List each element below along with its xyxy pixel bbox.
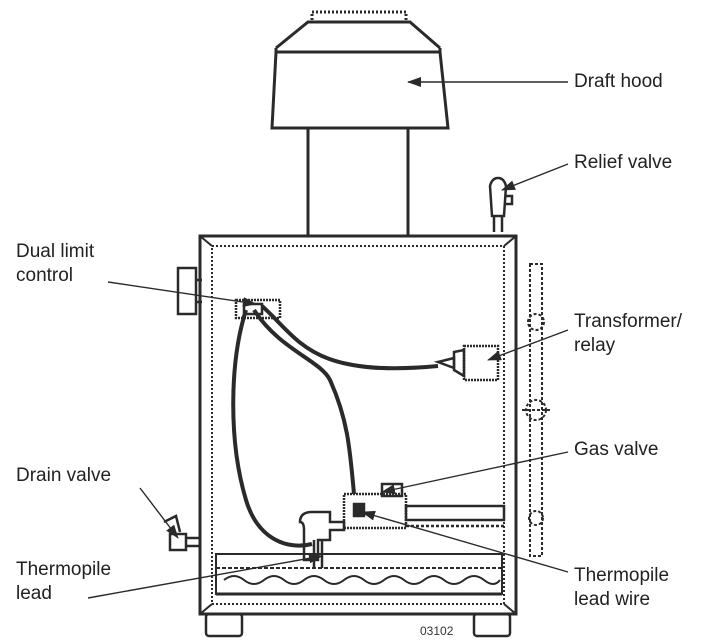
drain-valve-label: Drain valve [16, 464, 111, 488]
transformer-relay-line-1: Transformer/ [574, 311, 683, 332]
gas-valve-label: Gas valve [574, 438, 658, 462]
boiler-cabinet [198, 234, 518, 616]
gas-valve-leader [381, 451, 569, 495]
draft-hood [270, 10, 450, 130]
transformer-relay [433, 344, 500, 382]
leader-lines [87, 77, 569, 599]
draft-hood-label-text: Draft hood [574, 71, 663, 92]
flue-pipe [306, 128, 410, 236]
dual-limit-control-label: Dual limit control [16, 240, 94, 288]
thermopile-lead-line-1: Thermopile [16, 559, 112, 580]
dual-limit-control-line-1: Dual limit [16, 241, 95, 262]
thermopile-lead-wire-line-2: lead wire [574, 589, 651, 610]
drain-valve-label-text: Drain valve [16, 465, 112, 486]
burner-tray [215, 553, 503, 596]
thermopile-lead-wire-leader [361, 510, 569, 573]
draft-hood-label: Draft hood [574, 70, 663, 94]
drain-valve-leader [139, 487, 179, 539]
figure-number: 03102 [420, 624, 454, 638]
thermopile-lead-leader [87, 553, 323, 599]
dual-limit-control-line-2: control [16, 265, 74, 286]
wiring-harness [231, 304, 439, 548]
relief-valve-label-text: Relief valve [574, 152, 673, 173]
transformer-relay-line-2: relay [574, 335, 616, 356]
drain-valve [163, 514, 200, 552]
side-piping [522, 263, 550, 557]
gas-valve [342, 482, 506, 530]
transformer-leader [487, 329, 569, 361]
transformer-relay-label: Transformer/ relay [574, 310, 682, 358]
thermopile-lead-wire-line-1: Thermopile [574, 565, 670, 586]
dual-limit-leader [107, 281, 257, 308]
relief-valve-leader [501, 163, 569, 191]
cabinet-feet [204, 612, 512, 638]
pilot-elbow [298, 510, 346, 568]
relief-valve-label: Relief valve [574, 151, 672, 175]
thermopile-lead-wire-label: Thermopile lead wire [574, 564, 669, 612]
thermopile-lead-label: Thermopile lead [16, 558, 111, 606]
thermopile-lead-line-2: lead [16, 583, 52, 604]
gas-valve-label-text: Gas valve [574, 439, 659, 460]
relief-valve [488, 176, 514, 232]
